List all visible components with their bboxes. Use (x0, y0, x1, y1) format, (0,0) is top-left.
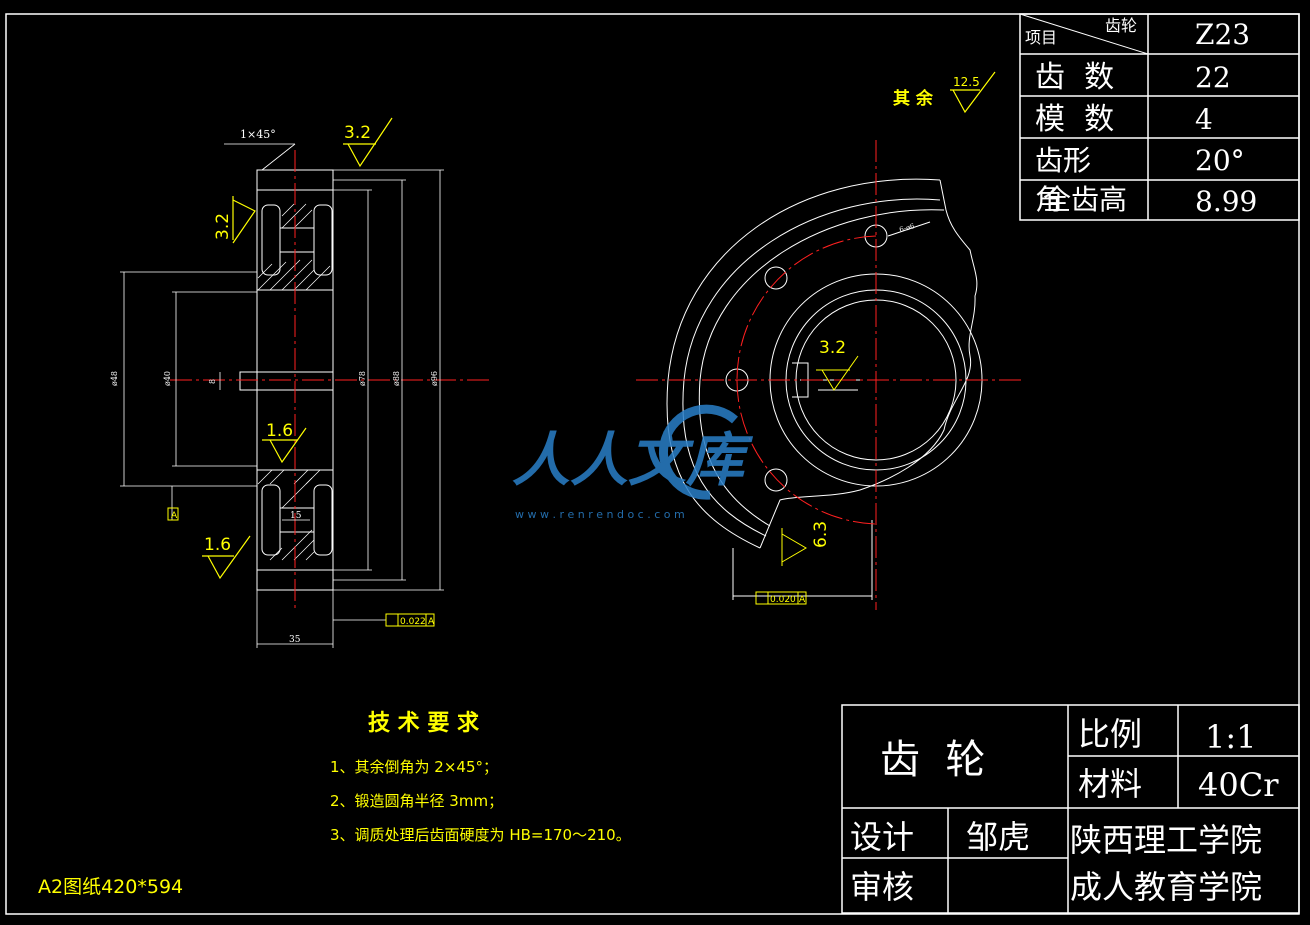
roughness-symbol-other (950, 71, 996, 114)
other-roughness-value: 12.5 (953, 75, 980, 89)
param-height-label: 全齿高 (1043, 183, 1127, 216)
drawing-frame (5, 13, 1300, 915)
tech-title: 技 术 要 求 (368, 711, 479, 736)
datum-a-left: A (171, 511, 178, 521)
paper-size: A2图纸420*594 (38, 876, 183, 898)
title-block (841, 704, 1300, 914)
param-header-item: 项目 (1025, 28, 1057, 47)
review-label: 审核 (850, 868, 914, 906)
designer-name: 邹虎 (966, 818, 1030, 856)
material-value: 40Cr (1198, 766, 1279, 804)
dim-hole: 6-ø6 (898, 222, 916, 234)
dim-d78: ø78 (358, 371, 367, 386)
watermark-url: w w w . r e n r e n d o c . c o m (515, 508, 685, 521)
tol-runout-value: 0.022 (400, 617, 426, 627)
roughness-6-3: 6.3 (811, 521, 831, 548)
tech-item-3: 3、调质处理后齿面硬度为 HB=170～210。 (330, 826, 631, 844)
dim-w35: 35 (289, 635, 301, 645)
param-teeth-label: 齿 数 (1035, 60, 1114, 95)
param-profile-label: 齿形 (1035, 144, 1091, 177)
roughness-3-2-bore: 3.2 (819, 338, 846, 358)
roughness-3-2-top: 3.2 (344, 123, 371, 143)
param-module-label: 模 数 (1035, 102, 1114, 137)
param-header-code: Z23 (1195, 18, 1250, 51)
parameter-table (1019, 13, 1300, 221)
scale-value: 1:1 (1205, 718, 1257, 756)
dim-w15: 15 (290, 511, 302, 521)
dim-d96: ø96 (430, 371, 439, 386)
material-label: 材料 (1078, 765, 1142, 803)
watermark-logo-icon (658, 404, 738, 500)
design-label: 设计 (850, 818, 914, 856)
watermark: 人人文库 w w w . r e n r e n d o c . c o m (512, 404, 754, 521)
dim-chamfer: 1×45° (240, 128, 276, 141)
param-angle-label: 角 (1035, 183, 1063, 216)
param-height-value: 8.99 (1195, 185, 1257, 218)
tech-item-1: 1、其余倒角为 2×45°； (330, 758, 498, 776)
dim-d88: ø88 (392, 371, 401, 386)
tech-item-2: 2、锻造圆角半径 3mm； (330, 792, 503, 810)
other-roughness-label: 其 余 (893, 88, 934, 109)
tol-runout-datum: A (428, 617, 435, 627)
roughness-3-2-side: 3.2 (213, 213, 233, 240)
front-view: 0.020 A 6-ø6 3.2 6.3 (636, 140, 1022, 610)
dim-d8: 8 (208, 379, 217, 384)
tol-sym-datum: A (799, 595, 806, 605)
dim-d48: ø48 (110, 371, 119, 386)
dim-d40: ø40 (163, 371, 172, 386)
scale-label: 比例 (1078, 715, 1142, 753)
part-name: 齿 轮 (880, 737, 985, 783)
param-teeth-value: 22 (1195, 61, 1231, 94)
roughness-1-6-mid: 1.6 (266, 421, 293, 441)
param-module-value: 4 (1195, 103, 1213, 136)
param-header-gear: 齿轮 (1105, 16, 1137, 35)
param-profile-value: 20° (1195, 144, 1245, 177)
watermark-text: 人人文库 (512, 426, 754, 494)
school-name-2: 成人教育学院 (1070, 868, 1262, 906)
tol-sym-value: 0.020 (770, 595, 796, 605)
school-name-1: 陕西理工学院 (1070, 821, 1262, 859)
roughness-1-6-bottom: 1.6 (204, 535, 231, 555)
section-view: 0.022 A A 1×45° ø48 ø40 8 ø78 ø88 ø96 35… (110, 117, 490, 648)
